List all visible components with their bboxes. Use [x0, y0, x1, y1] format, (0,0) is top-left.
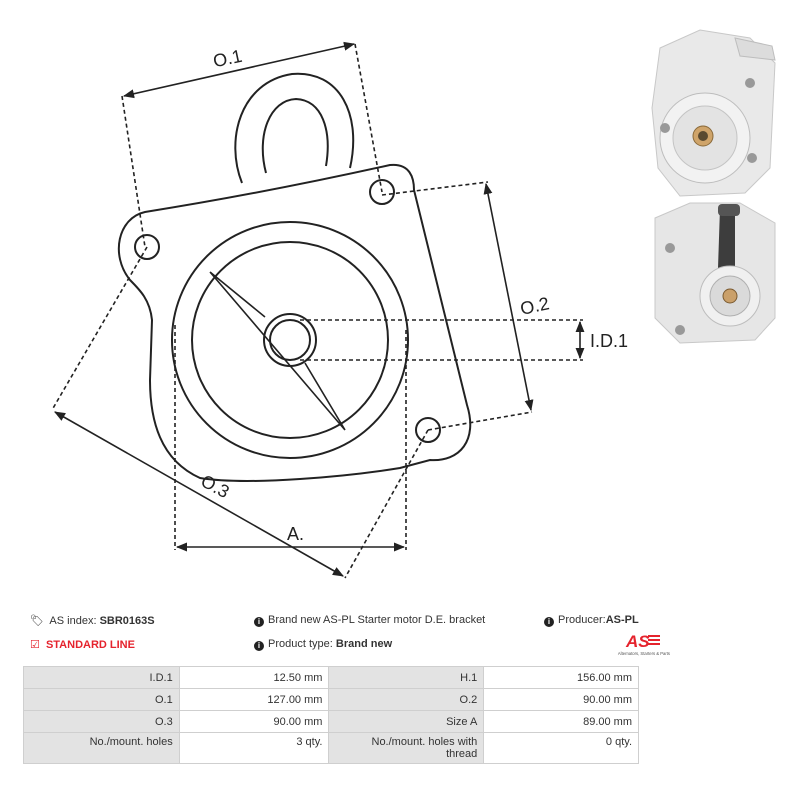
bore-outer	[171, 221, 409, 459]
table-row: O.1 127.00 mm O.2 90.00 mm	[23, 688, 639, 711]
photo-top-view	[651, 29, 776, 197]
mount-hole-bottom	[415, 417, 441, 443]
shaft-hole-outer	[263, 313, 317, 367]
info-icon: i	[544, 617, 554, 627]
tags-icon: 🏷︎	[30, 615, 44, 627]
bore-inner	[191, 241, 389, 439]
dim-label-a: A.	[287, 524, 304, 544]
product-photo	[651, 29, 776, 344]
dim-label-o1: O.1	[211, 46, 244, 72]
spec-value: 156.00 mm	[483, 666, 639, 689]
spec-table: I.D.1 12.50 mm H.1 156.00 mm O.1 127.00 …	[23, 666, 639, 764]
dim-o1-line	[122, 41, 356, 99]
product-type: i Product type: Brand new	[254, 638, 392, 651]
dim-label-o3: O.3	[198, 471, 233, 502]
dim-o3-ext-left	[51, 246, 148, 411]
spec-label: Size A	[328, 710, 485, 733]
dim-o2-line	[483, 182, 534, 412]
spec-label: No./mount. holes with thread	[328, 732, 485, 764]
description-text: Brand new AS-PL Starter motor D.E. brack…	[268, 614, 486, 626]
spec-value: 90.00 mm	[178, 710, 330, 733]
as-index: 🏷︎ AS index: SBR0163S	[30, 614, 155, 627]
spec-label: O.1	[23, 688, 180, 711]
spec-label: O.2	[328, 688, 485, 711]
info-icon: i	[254, 641, 264, 651]
dim-label-o2: O.2	[518, 293, 551, 319]
as-pl-logo: AS Alternators, Starters & Parts	[618, 632, 670, 656]
spec-label: O.3	[23, 710, 180, 733]
spec-label: I.D.1	[23, 666, 180, 689]
spec-label: No./mount. holes	[23, 732, 180, 764]
mount-hole-left	[134, 234, 160, 260]
bracket-loop-outer	[234, 72, 355, 184]
mount-hole-top	[369, 179, 395, 205]
standard-line-label: STANDARD LINE	[45, 639, 135, 651]
product-description: i Brand new AS-PL Starter motor D.E. brac…	[254, 614, 485, 627]
dim-o3-ext-right	[344, 429, 429, 579]
shaft-hole-inner	[269, 319, 311, 361]
check-square-icon: ☑	[30, 639, 40, 651]
table-row: I.D.1 12.50 mm H.1 156.00 mm	[23, 666, 639, 689]
photo-bottom-view	[654, 202, 776, 344]
producer: i Producer:AS-PL	[544, 614, 639, 627]
logo-tagline: Alternators, Starters & Parts	[618, 651, 670, 656]
spec-label: H.1	[328, 666, 485, 689]
spec-value: 3 qty.	[178, 732, 330, 764]
dim-o2-ext-top	[381, 181, 489, 196]
bracket-loop-inner	[261, 97, 329, 174]
spec-value: 90.00 mm	[483, 688, 639, 711]
standard-line-badge: ☑ STANDARD LINE	[30, 638, 135, 651]
info-icon: i	[254, 617, 264, 627]
product-type-value: Brand new	[335, 638, 393, 650]
product-type-label: Product type:	[268, 638, 333, 650]
as-index-value: SBR0163S	[99, 615, 155, 627]
dim-label-id1: I.D.1	[590, 331, 628, 351]
table-row: No./mount. holes 3 qty. No./mount. holes…	[23, 732, 639, 764]
dim-o2-ext-bottom	[427, 411, 533, 431]
cutaway-sector	[209, 271, 346, 431]
producer-label: Producer:	[558, 614, 606, 626]
spec-value: 12.50 mm	[178, 666, 330, 689]
as-index-label: AS index:	[49, 615, 97, 627]
spec-value: 127.00 mm	[178, 688, 330, 711]
spec-value: 0 qty.	[483, 732, 639, 764]
spec-value: 89.00 mm	[483, 710, 639, 733]
table-row: O.3 90.00 mm Size A 89.00 mm	[23, 710, 639, 733]
technical-drawing: O.1 O.2 I.D.1 O.3 A.	[51, 41, 628, 579]
logo-text: AS	[625, 632, 650, 651]
producer-value: AS-PL	[605, 614, 639, 626]
dim-o1-ext-left	[121, 95, 146, 248]
